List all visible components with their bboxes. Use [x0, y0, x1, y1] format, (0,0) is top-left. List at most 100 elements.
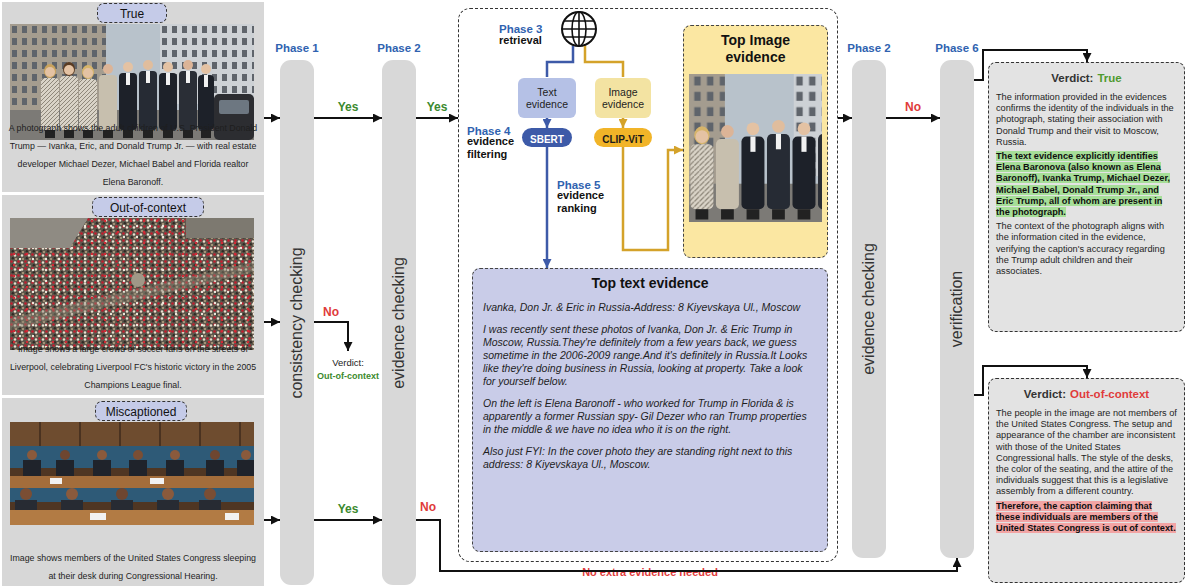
verdict-text: The information provided in the evidence…	[996, 92, 1174, 147]
flow-arrow	[264, 321, 280, 323]
phase-label: Phase 3	[499, 23, 542, 35]
phase-bar: Phase 2evidence checking	[852, 60, 886, 558]
text-slot: Also just FYI: In the cover photo they a…	[483, 445, 817, 471]
phase-name: evidence ranking	[557, 189, 617, 215]
flow-arrow	[264, 117, 280, 119]
flow-arrow	[886, 117, 940, 119]
text-slot: verification	[940, 60, 974, 558]
flow-arrow	[264, 519, 280, 521]
phase-bar: Phase 1consistency checking	[280, 60, 314, 585]
evidence-label: Text evidence	[522, 86, 572, 110]
example-photo	[10, 422, 254, 525]
text-slot: Image evidence	[599, 86, 647, 110]
globe-icon	[562, 12, 596, 46]
phase-label: Phase 2	[847, 42, 890, 54]
branch-label: Yes	[427, 100, 448, 114]
text-slot: The information provided in the evidence…	[996, 92, 1177, 148]
text-slot: evidence filtering	[467, 135, 521, 161]
evidence-quote: On the left is Elena Baronoff - who work…	[483, 397, 817, 436]
evidence-label: Image evidence	[599, 86, 647, 110]
flow-arrow	[314, 519, 382, 521]
retrieval-wire	[547, 46, 573, 77]
verdict-heading: Verdict:	[1051, 72, 1093, 84]
text-slot: Out-of-context	[110, 198, 186, 216]
verdict-text: The context of the photograph aligns wit…	[996, 221, 1165, 276]
branch-label: No	[323, 305, 339, 319]
text-slot: Phase 6	[900, 38, 1014, 56]
verdict-label: Out-of-context	[317, 371, 379, 381]
evidence-quote: Ivanka, Don Jr. & Eric in Russia-Address…	[483, 301, 817, 314]
verdict-text: Therefore, the caption claiming that the…	[996, 501, 1176, 533]
text-slot: Therefore, the caption claiming that the…	[996, 501, 1177, 535]
label-slot: Out-of-context	[317, 365, 379, 383]
box-title: Top Image evidence	[690, 32, 821, 66]
evidence-quote: I was recently sent these photos of Ivan…	[483, 323, 817, 388]
example-photo	[10, 24, 254, 140]
flow-arrow	[622, 118, 625, 128]
verdict-heading: Verdict:	[1024, 388, 1066, 400]
text-slot: Image shows a large crowd of soccer fans…	[8, 338, 258, 392]
phase-name: retrieval	[499, 34, 542, 47]
text-slot: evidence ranking	[557, 189, 617, 215]
class-tag: Out-of-context	[92, 197, 204, 217]
label-slot: Yes	[338, 499, 359, 517]
branch-label: No	[420, 500, 436, 514]
branch-label: No	[905, 100, 921, 114]
reject-arrow	[314, 322, 348, 351]
phase-label: Phase 6	[935, 42, 978, 54]
flow-arrow	[416, 117, 458, 119]
class-label: Miscaptioned	[106, 405, 177, 419]
caption-text: Image shows members of the United States…	[10, 553, 256, 581]
text-slot: Top text evidence	[483, 275, 817, 292]
text-slot: Ivanka, Don Jr. & Eric in Russia-Address…	[483, 301, 817, 314]
flow-arrow	[546, 118, 549, 128]
text-slot: I was recently sent these photos of Ivan…	[483, 323, 817, 388]
text-slot: CLIP-ViT	[602, 129, 643, 147]
text-slot: The context of the photograph aligns wit…	[996, 221, 1177, 277]
branch-label: Yes	[338, 100, 359, 114]
illustration-part	[565, 21, 594, 37]
verdict-box: Verdict: TrueThe information provided in …	[988, 62, 1185, 332]
text-slot: The people in the image are not members …	[996, 408, 1177, 498]
text-slot: On the left is Elena Baronoff - who work…	[483, 397, 817, 436]
class-label: Out-of-context	[110, 201, 186, 215]
text-slot: consistency checking	[280, 60, 314, 585]
text-slot: evidence checking	[382, 60, 416, 585]
text-slot: Phase 2	[342, 38, 456, 56]
text-slot: Image shows members of the United States…	[8, 547, 258, 583]
illustration-part	[562, 28, 596, 30]
phase-name: evidence filtering	[467, 135, 521, 161]
stage-label: consistency checking	[288, 247, 306, 398]
class-tag: Miscaptioned	[95, 401, 187, 421]
verdict-text: The text evidence explicitly identifies …	[996, 151, 1170, 217]
text-slot: Top Image evidence	[690, 32, 821, 66]
text-slot: Text evidence	[522, 86, 572, 110]
label-slot: Yes	[338, 97, 359, 115]
caption-text: A photograph shows the adult children of…	[9, 123, 257, 187]
flow-arrow	[546, 147, 549, 268]
label-slot: Yes	[427, 97, 448, 115]
text-slot: True	[1097, 68, 1121, 86]
text-slot: The text evidence explicitly identifies …	[996, 151, 1177, 218]
branch-label: Yes	[338, 502, 359, 516]
class-label: True	[120, 7, 144, 21]
phase-label: Phase 1	[275, 42, 318, 54]
verdict-box: Verdict: Out-of-contextThe people in the …	[988, 378, 1185, 583]
model-pill: CLIP-ViT	[594, 128, 652, 147]
text-slot: Out-of-context	[1070, 384, 1149, 402]
phase-bar: Phase 2evidence checking	[382, 60, 416, 585]
text-evidence-box: Top text evidenceIvanka, Don Jr. & Eric …	[472, 268, 828, 552]
example-photo	[10, 218, 254, 350]
verdict-heading: Out-of-context	[1070, 388, 1149, 400]
model-name: SBERT	[530, 134, 564, 145]
text-slot: evidence checking	[852, 60, 886, 558]
evidence-box: Text evidence	[518, 78, 576, 118]
stage-label: evidence checking	[860, 243, 878, 375]
verdict-label: Verdict:	[332, 357, 364, 368]
evidence-box: Image evidence	[595, 78, 651, 118]
label-slot: No	[323, 302, 339, 320]
text-slot: True	[120, 4, 144, 22]
